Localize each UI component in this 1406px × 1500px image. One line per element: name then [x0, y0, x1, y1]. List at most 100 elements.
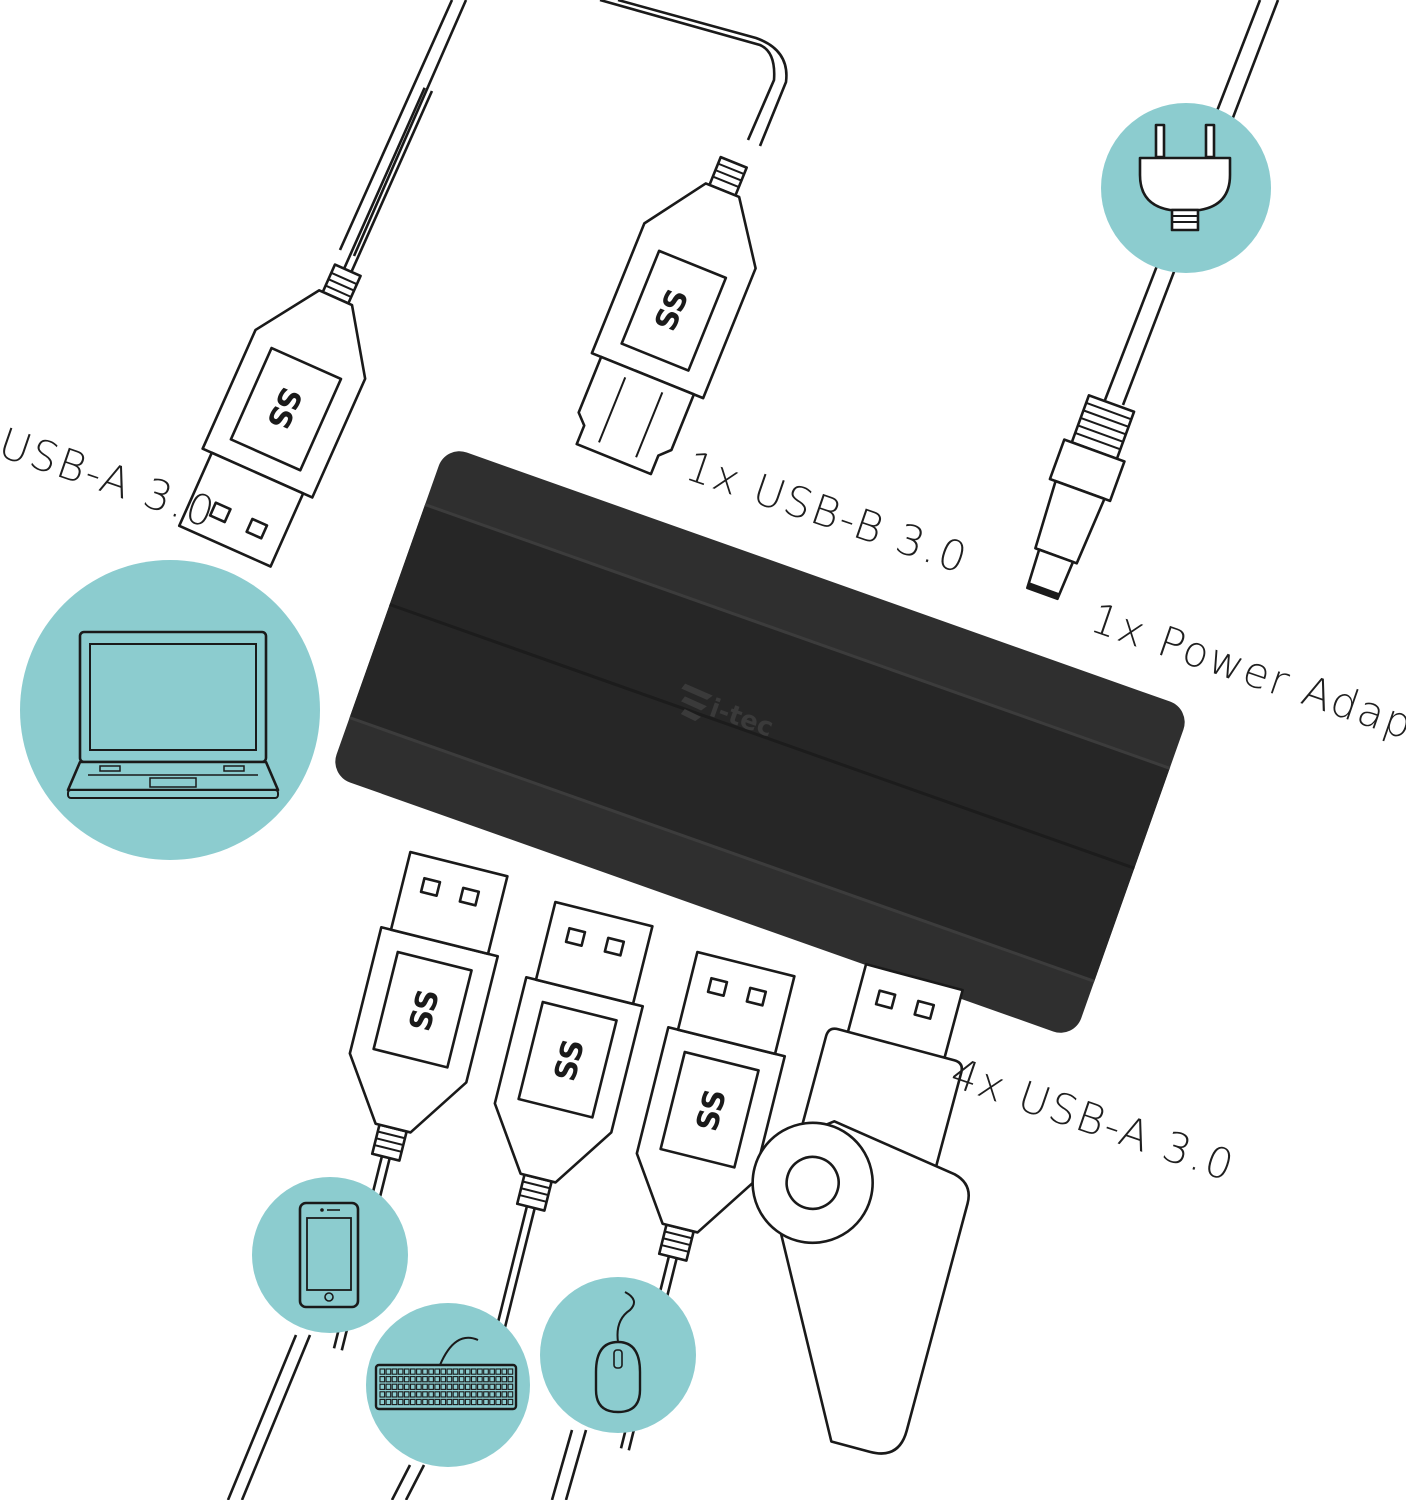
- host-usb-a-cable: [338, 0, 468, 257]
- keyboard-key: [409, 1383, 416, 1390]
- keyboard-key: [483, 1398, 489, 1406]
- keyboard-key: [409, 1368, 416, 1375]
- keyboard-key: [409, 1398, 416, 1406]
- keyboard-key: [440, 1376, 447, 1383]
- keyboard-key: [403, 1376, 410, 1383]
- keyboard-key: [489, 1383, 495, 1390]
- keyboard-key: [416, 1398, 422, 1406]
- keyboard-key: [428, 1368, 434, 1375]
- usb-b-plug: [556, 138, 791, 483]
- power-plug-circle: [1101, 103, 1271, 273]
- keyboard-key: [385, 1368, 392, 1375]
- keyboard-key: [379, 1383, 386, 1390]
- keyboard-key: [422, 1391, 428, 1398]
- keyboard-key: [403, 1368, 410, 1375]
- keyboard-key: [446, 1391, 453, 1398]
- keyboard-key: [403, 1398, 410, 1406]
- keyboard-key: [434, 1383, 441, 1390]
- keyboard-key: [489, 1376, 495, 1383]
- keyboard-key: [403, 1391, 410, 1398]
- keyboard-key: [489, 1398, 495, 1406]
- keyboard-key: [470, 1383, 477, 1390]
- keyboard-key: [495, 1383, 502, 1390]
- keyboard-key: [507, 1391, 514, 1398]
- downstream-cables: [226, 1334, 588, 1500]
- keyboard-key: [446, 1398, 453, 1406]
- keyboard-key: [391, 1398, 398, 1406]
- keyboard-key: [483, 1383, 489, 1390]
- keyboard-key: [452, 1368, 459, 1375]
- keyboard-key: [446, 1383, 453, 1390]
- keyboard-key: [379, 1391, 386, 1398]
- keyboard-key: [385, 1376, 392, 1383]
- keyboard-key: [385, 1398, 392, 1406]
- keyboard-key: [428, 1376, 434, 1383]
- keyboard-key: [379, 1368, 386, 1375]
- keyboard-key: [440, 1383, 447, 1390]
- keyboard-key: [385, 1391, 392, 1398]
- keyboard-key: [458, 1376, 465, 1383]
- keyboard-key: [416, 1391, 422, 1398]
- keyboard-key: [440, 1391, 447, 1398]
- keyboard-key: [501, 1368, 508, 1375]
- keyboard-key: [501, 1383, 508, 1390]
- keyboard-key: [477, 1383, 483, 1390]
- keyboard-key: [464, 1398, 471, 1406]
- keyboard-key: [397, 1391, 404, 1398]
- keyboard-key: [391, 1391, 398, 1398]
- keyboard-key: [483, 1391, 489, 1398]
- keyboard-key: [477, 1368, 483, 1375]
- keyboard-key: [397, 1368, 404, 1375]
- keyboard-key: [483, 1368, 489, 1375]
- usb-flash-drive: [751, 962, 970, 1455]
- laptop-icon: [66, 630, 280, 799]
- keyboard-key: [458, 1391, 465, 1398]
- keyboard-key: [416, 1368, 422, 1375]
- keyboard-key: [434, 1376, 441, 1383]
- keyboard-key: [422, 1383, 428, 1390]
- keyboard-key: [458, 1398, 465, 1406]
- keyboard-key: [470, 1398, 477, 1406]
- keyboard-key: [452, 1391, 459, 1398]
- smartphone-icon: [298, 1201, 360, 1309]
- keyboard-key: [470, 1391, 477, 1398]
- keyboard-key: [458, 1368, 465, 1375]
- keyboard-key: [391, 1376, 398, 1383]
- keyboard-key: [483, 1376, 489, 1383]
- keyboard-key: [391, 1368, 398, 1375]
- keyboard-key: [409, 1376, 416, 1383]
- keyboard-key: [507, 1398, 514, 1406]
- keyboard-key: [434, 1391, 441, 1398]
- keyboard-key: [495, 1391, 502, 1398]
- keyboard-key: [464, 1391, 471, 1398]
- keyboard-key: [470, 1368, 477, 1375]
- keyboard-key: [477, 1398, 483, 1406]
- keyboard-key: [428, 1398, 434, 1406]
- keyboard-key: [507, 1376, 514, 1383]
- usb-b-cable: [599, 0, 788, 147]
- keyboard-key: [489, 1368, 495, 1375]
- keyboard-key: [416, 1383, 422, 1390]
- keyboard-key: [452, 1376, 459, 1383]
- keyboard-key: [458, 1383, 465, 1390]
- keyboard-key: [470, 1376, 477, 1383]
- keyboard-key: [446, 1376, 453, 1383]
- hub-band: [349, 504, 1170, 982]
- keyboard-key: [495, 1376, 502, 1383]
- keyboard-key: [391, 1383, 398, 1390]
- keyboard-key: [428, 1383, 434, 1390]
- keyboard-key: [501, 1398, 508, 1406]
- power-barrel-plug: [1026, 394, 1136, 601]
- keyboard-key: [495, 1398, 502, 1406]
- keyboard-key: [397, 1376, 404, 1383]
- keyboard-key: [379, 1398, 386, 1406]
- keyboard-circle: [366, 1303, 530, 1467]
- keyboard-key: [464, 1368, 471, 1375]
- keyboard-key: [507, 1368, 514, 1375]
- keyboard-key: [501, 1391, 508, 1398]
- keyboard-key: [409, 1391, 416, 1398]
- mouse-icon: [594, 1291, 642, 1414]
- keyboard-key: [464, 1383, 471, 1390]
- keyboard-key: [477, 1376, 483, 1383]
